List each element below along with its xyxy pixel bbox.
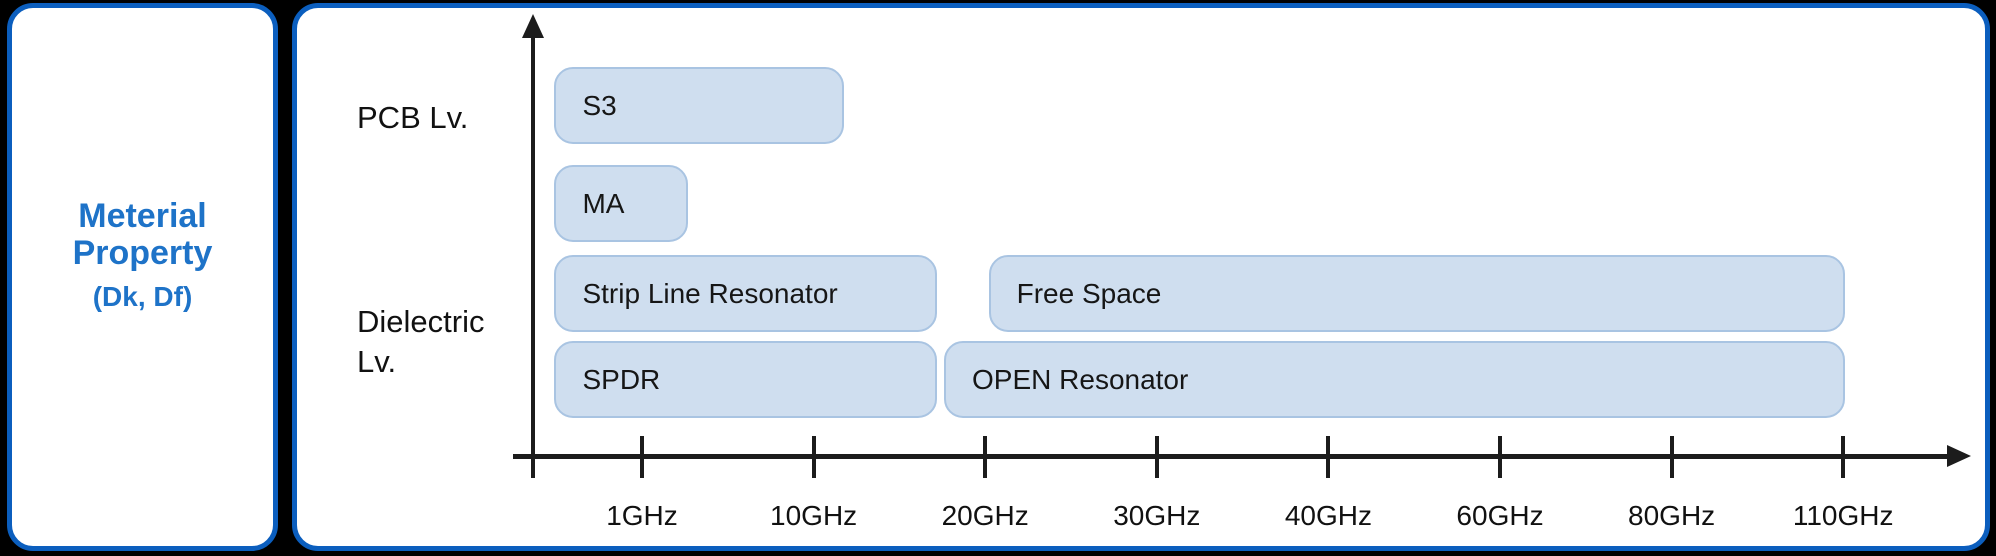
row-label-dielectric: Dielectric Lv. <box>357 302 484 382</box>
x-axis-tick <box>1154 436 1159 478</box>
x-axis-tick-label: 80GHz <box>1628 500 1716 531</box>
row-label-pcb: PCB Lv. <box>357 100 469 135</box>
row-label-dielectric-line1: Dielectric <box>357 304 485 339</box>
x-axis-tick-label: 20GHz <box>941 500 1029 531</box>
x-axis-tick-label: 60GHz <box>1456 500 1544 531</box>
panel-subtitle: (Dk, Df) <box>92 280 193 312</box>
bar-free-space: Free Space <box>988 255 1845 332</box>
material-property-panel: Meterial Property (Dk, Df) <box>7 3 278 551</box>
x-axis-tick-label: 1GHz <box>606 500 678 531</box>
y-axis-line <box>531 36 535 478</box>
panel-title-line1: Meterial <box>78 196 207 235</box>
x-axis-tick <box>1669 436 1674 478</box>
x-axis-tick <box>983 436 988 478</box>
bar-spdr: SPDR <box>554 341 938 418</box>
y-axis-arrow-icon <box>522 14 544 38</box>
x-axis-tick <box>1326 436 1331 478</box>
x-axis-tick-label: 10GHz <box>770 500 858 531</box>
x-axis-tick <box>1841 436 1846 478</box>
x-axis-line <box>513 454 1949 459</box>
x-axis-tick <box>640 436 644 478</box>
x-axis-tick-label: 40GHz <box>1284 500 1372 531</box>
bar-ma: MA <box>554 165 689 242</box>
x-axis-tick-label: 110GHz <box>1792 500 1894 531</box>
bar-s3: S3 <box>554 67 845 144</box>
x-axis-tick-label: 30GHz <box>1113 500 1201 531</box>
frequency-chart-panel: PCB Lv. Dielectric Lv. 1GHz 10GHz 20GHz 30G… <box>292 3 1990 551</box>
x-axis-tick <box>1498 436 1502 478</box>
bar-strip-line-resonator: Strip Line Resonator <box>554 255 938 332</box>
plot-area: PCB Lv. Dielectric Lv. 1GHz 10GHz 20GHz 30G… <box>297 8 1985 546</box>
material-property-title: Meterial Property (Dk, Df) <box>12 0 273 524</box>
row-label-dielectric-line2: Lv. <box>357 344 397 379</box>
bar-open-resonator: OPEN Resonator <box>944 341 1845 418</box>
x-axis-arrow-icon <box>1947 445 1971 467</box>
x-axis-tick <box>811 436 816 478</box>
panel-title-line2: Property <box>72 233 213 272</box>
